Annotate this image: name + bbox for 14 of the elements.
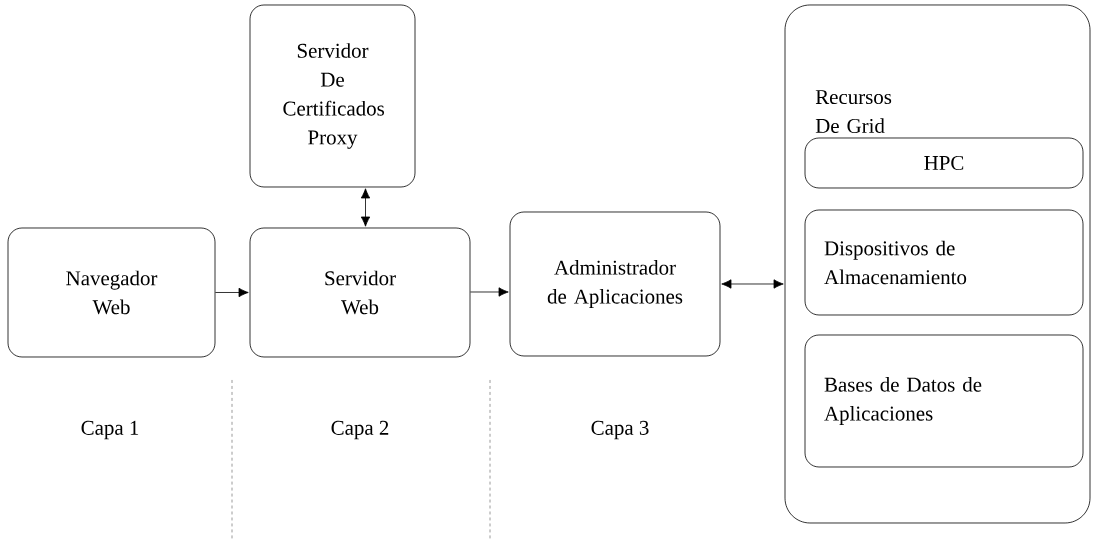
layer-label: Capa 3 xyxy=(591,420,649,440)
arrow xyxy=(721,279,784,289)
process-box: Servidor De Certificados Proxy xyxy=(249,4,416,188)
process-box: Administrador de Aplicaciones xyxy=(509,211,721,357)
arrow xyxy=(470,287,509,297)
inner-box: Bases de Datos de Aplicaciones xyxy=(804,334,1084,468)
inner-box: Dispositivos de Almacenamiento xyxy=(804,209,1084,316)
inner-box: HPC xyxy=(804,137,1084,189)
process-box: Navegador Web xyxy=(7,227,216,358)
process-box: Servidor Web xyxy=(249,227,471,358)
arrow xyxy=(215,287,249,298)
layer-label: Capa 2 xyxy=(331,420,389,440)
arrow xyxy=(360,188,371,227)
layer-label: Capa 1 xyxy=(81,420,139,440)
